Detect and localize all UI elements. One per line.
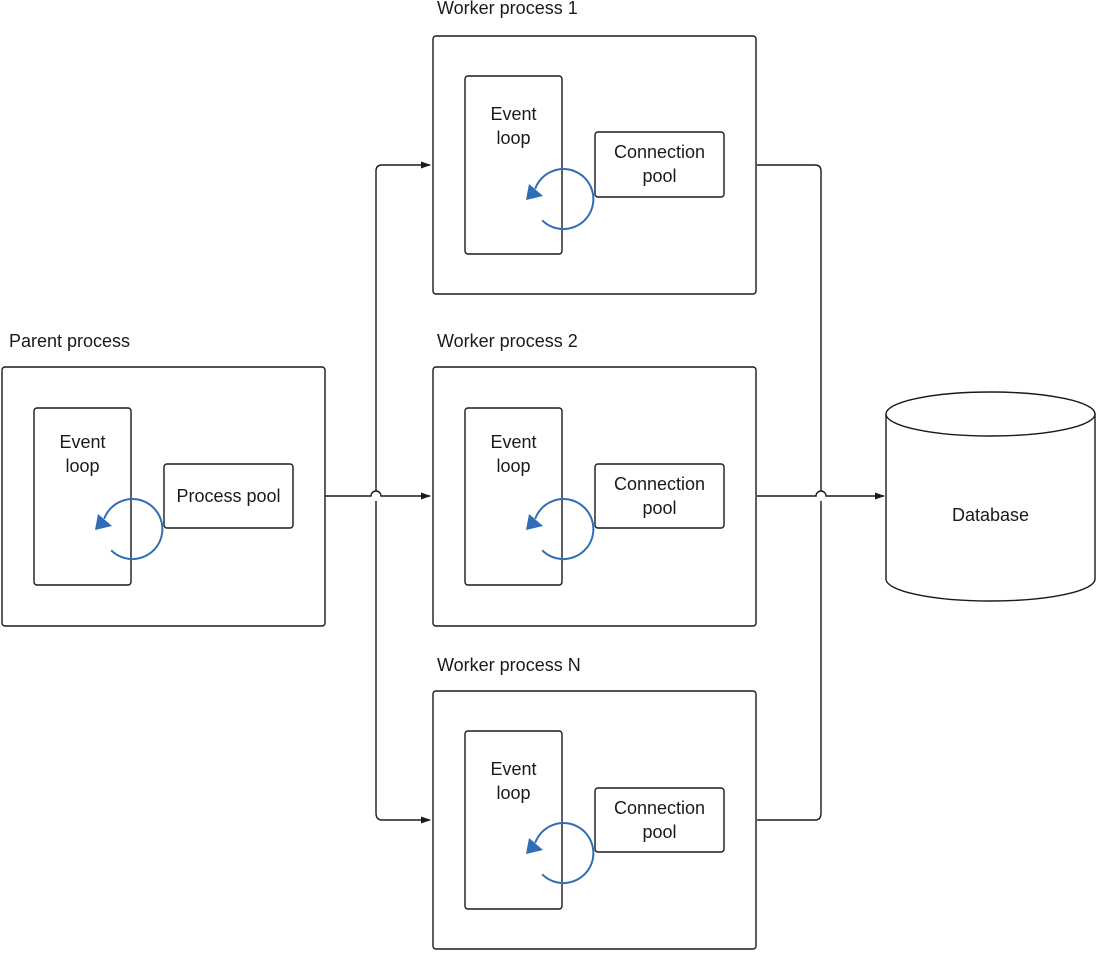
worker-2-connection-pool-box: [594, 463, 725, 529]
text-line: Event: [490, 432, 536, 452]
worker-2-connection-pool-label: Connection pool: [614, 474, 705, 518]
parent-event-loop-label: Event loop: [59, 432, 105, 476]
text-line: Connection: [614, 142, 705, 162]
worker-process-n: Worker process N Event loop Connection poo…: [432, 655, 757, 950]
worker-process-1: Worker process 1 Event loop Connection poo…: [432, 0, 757, 295]
loop-arrow-icon: [526, 822, 595, 885]
database-cylinder-body: [885, 414, 1096, 602]
worker-1-title: Worker process 1: [437, 0, 578, 18]
worker-n-title: Worker process N: [437, 655, 581, 675]
text-line: Event: [59, 432, 105, 452]
worker-n-event-loop-label: Event loop: [490, 759, 536, 803]
worker-2-event-loop-box: [464, 407, 563, 586]
text-line: Event: [490, 104, 536, 124]
database: Database: [885, 391, 1096, 602]
text-line: Connection: [614, 474, 705, 494]
worker-process-2: Worker process 2 Event loop Connection poo…: [432, 331, 757, 627]
text-line: pool: [642, 166, 676, 186]
worker-n-to-db-connector: [757, 501, 822, 821]
text-line: pool: [642, 498, 676, 518]
worker-n-connection-pool-box: [594, 787, 725, 853]
text-line: Connection: [614, 798, 705, 818]
bus-to-worker-1-connector: [375, 161, 431, 491]
loop-arrow-icon: [526, 168, 595, 231]
process-pool-box: [163, 463, 294, 529]
process-pool-label: Process pool: [176, 486, 280, 506]
worker-1-connection-pool-label: Connection pool: [614, 142, 705, 186]
worker-2-title: Worker process 2: [437, 331, 578, 351]
text-line: Process pool: [176, 486, 280, 506]
parent-process: Parent process Event loop Process pool: [1, 331, 326, 627]
bus-to-worker-n-connector: [375, 501, 431, 824]
database-cylinder-top: [885, 391, 1096, 437]
worker-1-event-loop-label: Event loop: [490, 104, 536, 148]
worker-2-event-loop-label: Event loop: [490, 432, 536, 476]
text-line: pool: [642, 822, 676, 842]
worker-1-connection-pool-box: [594, 131, 725, 198]
text-line: loop: [496, 456, 530, 476]
text-line: Event: [490, 759, 536, 779]
worker-1-to-db-connector: [757, 164, 822, 491]
parent-process-title: Parent process: [9, 331, 130, 351]
parent-to-bus-connector: [325, 490, 431, 500]
database-label: Database: [952, 505, 1029, 525]
worker-2-to-db-connector: [757, 490, 885, 500]
worker-1-event-loop-box: [464, 75, 563, 255]
worker-n-connection-pool-label: Connection pool: [614, 798, 705, 842]
parent-event-loop-box: [33, 407, 132, 586]
loop-arrow-icon: [526, 498, 595, 561]
loop-arrow-icon: [95, 498, 164, 561]
text-line: loop: [496, 783, 530, 803]
worker-n-event-loop-box: [464, 730, 563, 910]
text-line: loop: [65, 456, 99, 476]
text-line: loop: [496, 128, 530, 148]
connectors: [325, 161, 885, 824]
